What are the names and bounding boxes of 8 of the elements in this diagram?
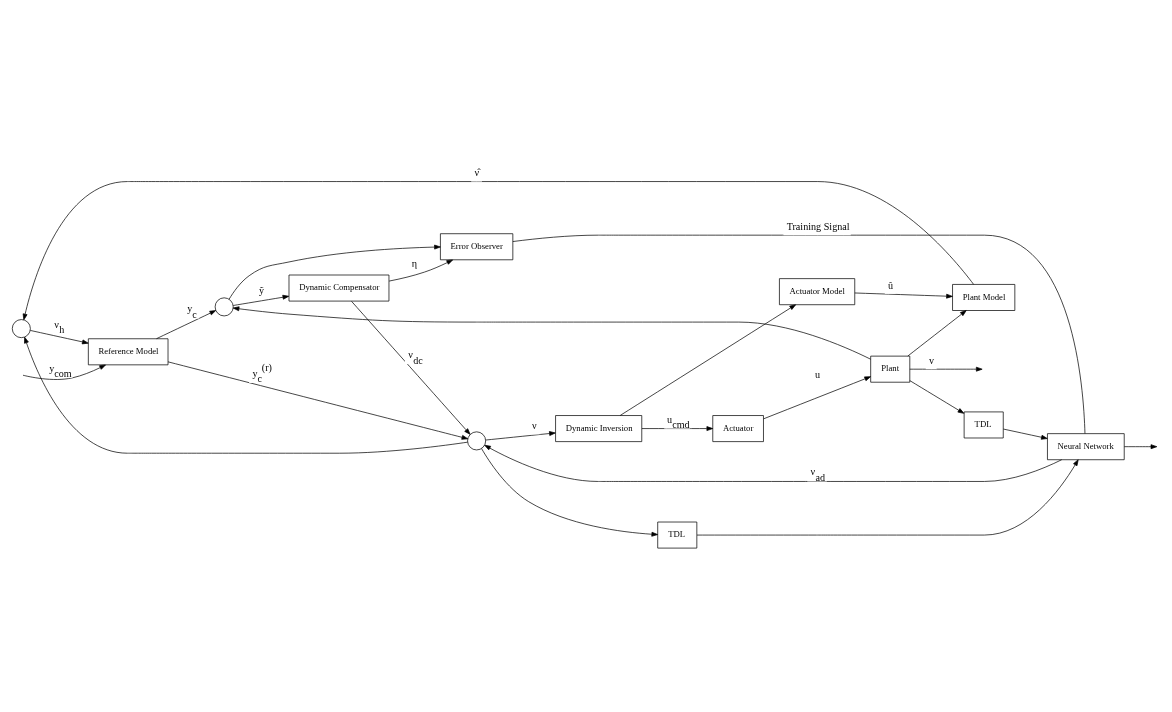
- edge-label: ν: [532, 419, 537, 431]
- edge-label: ỹ: [258, 284, 264, 296]
- edge-label: ν̂: [474, 166, 480, 178]
- edge-label: u: [814, 368, 820, 380]
- edge-label: û: [888, 279, 894, 291]
- edge-label: Training Signal: [786, 220, 850, 232]
- edge-label: η: [411, 257, 418, 269]
- edge-label: v: [929, 354, 935, 366]
